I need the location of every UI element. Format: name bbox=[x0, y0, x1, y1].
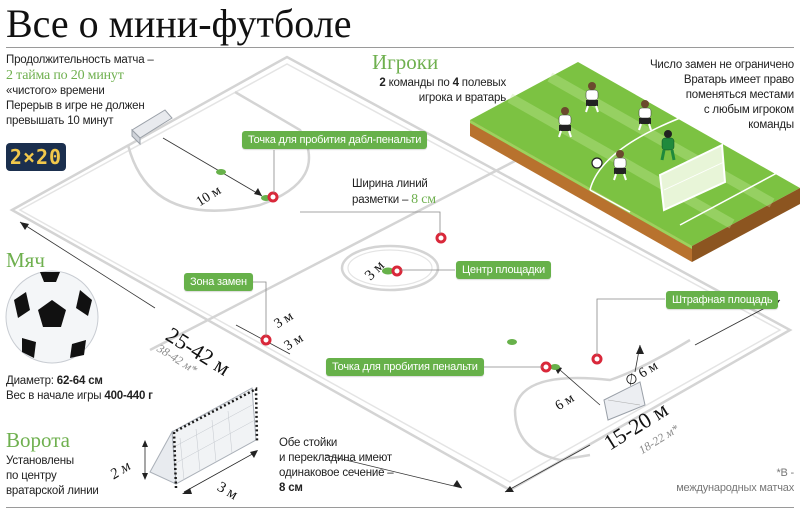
tag-double-penalty: Точка для пробития дабл-пенальти bbox=[242, 131, 428, 149]
duration-label: Продолжительность матча – bbox=[6, 54, 154, 66]
line-width-label: разметки – bbox=[352, 194, 412, 206]
line-width-marker bbox=[435, 232, 447, 244]
goal-line-2: по центру bbox=[6, 470, 57, 482]
players-heading: Игроки bbox=[372, 50, 439, 74]
ball-heading: Мяч bbox=[6, 248, 45, 272]
red-markers bbox=[260, 191, 603, 373]
footnote-line-1: *В - bbox=[776, 467, 794, 479]
field-outline bbox=[9, 55, 793, 492]
mini-goal bbox=[658, 143, 727, 212]
break-line-1: Перерыв в игре не должен bbox=[6, 100, 145, 112]
bottom-penalty-arc bbox=[513, 338, 691, 462]
center-circle bbox=[340, 244, 440, 292]
player-4 bbox=[613, 150, 627, 181]
soccer-ball-icon bbox=[5, 270, 99, 364]
goalkeeper bbox=[660, 130, 676, 161]
double-penalty-marker bbox=[267, 191, 279, 203]
title-divider bbox=[6, 47, 794, 48]
footnote: *В - международных матчах bbox=[676, 466, 794, 496]
diameter-label: Диаметр: bbox=[6, 375, 57, 387]
diameter-value: 62-64 см bbox=[56, 375, 103, 387]
tag-penalty-spot: Точка для пробития пенальти bbox=[326, 358, 484, 376]
players-description: 2 команды по 4 полевых игрока и вратарь bbox=[376, 76, 506, 106]
duration-value: 2 тайма по 20 минут bbox=[6, 68, 124, 83]
line-width-value: 8 см bbox=[411, 192, 436, 207]
player-2 bbox=[558, 107, 572, 138]
player-1 bbox=[585, 82, 599, 113]
center-marker bbox=[391, 265, 403, 277]
goal-line-1: Установлены bbox=[6, 455, 74, 467]
top-penalty-arc bbox=[126, 90, 311, 212]
posts-note: Обе стойки и перекладина имеют одинаково… bbox=[279, 436, 394, 496]
match-duration-block: Продолжительность матча – 2 тайма по 20 … bbox=[6, 53, 186, 129]
weight-label: Вес в начале игры bbox=[6, 390, 105, 402]
player-3 bbox=[638, 100, 652, 131]
page-title: Все о мини-футболе bbox=[6, 1, 352, 46]
footnote-line-2: международных матчах bbox=[676, 482, 794, 494]
scoreboard: 2×20 bbox=[6, 143, 66, 171]
bottom-goal-icon bbox=[603, 381, 646, 421]
field-boundary bbox=[9, 55, 793, 492]
goal-line-3: вратарской линии bbox=[6, 485, 99, 497]
goal-description: Установлены по центру вратарской линии bbox=[6, 454, 99, 499]
halfway-line bbox=[149, 146, 541, 352]
team-count: 2 bbox=[379, 77, 386, 89]
tag-penalty-area: Штрафная площадь bbox=[666, 291, 779, 309]
subs-line-4: с любым игроком bbox=[703, 104, 794, 116]
sub-zone-marker bbox=[260, 334, 272, 346]
posts-line-3: одинаковое сечение – bbox=[279, 467, 394, 479]
players-text-a: команды по bbox=[385, 77, 453, 89]
line-width-note: Ширина линий разметки – 8 см bbox=[352, 177, 436, 208]
penalty-area-marker bbox=[591, 353, 603, 365]
posts-value: 8 см bbox=[279, 482, 303, 494]
tag-center: Центр площадки bbox=[456, 261, 551, 279]
weight-value: 400-440 г bbox=[104, 390, 153, 402]
goal-illustration bbox=[142, 386, 259, 494]
penalty-spot-marker bbox=[540, 361, 552, 373]
players-text-b: полевых bbox=[458, 77, 506, 89]
player-figures bbox=[558, 82, 676, 181]
players-field-illustration bbox=[470, 62, 800, 262]
tag-sub-zone: Зона замен bbox=[184, 273, 253, 291]
clean-time-label: «чистого» времени bbox=[6, 85, 105, 97]
posts-line-1: Обе стойки bbox=[279, 437, 338, 449]
ball-specs: Диаметр: 62-64 см Вес в начале игры 400-… bbox=[6, 374, 153, 404]
footer-divider bbox=[6, 507, 794, 508]
subs-line-5: команды bbox=[748, 119, 794, 131]
subs-line-1: Число замен не ограничено bbox=[649, 59, 794, 71]
subs-line-3: поменяться местами bbox=[685, 89, 794, 101]
posts-line-2: и перекладина имеют bbox=[279, 452, 392, 464]
goal-heading: Ворота bbox=[6, 428, 70, 452]
field-players-count: 4 bbox=[452, 77, 459, 89]
subs-line-2: Вратарь имеет право bbox=[683, 74, 794, 86]
leader-lines bbox=[248, 150, 665, 368]
break-line-2: превышать 10 минут bbox=[6, 115, 114, 127]
players-line-2: игрока и вратарь bbox=[418, 92, 506, 104]
dimension-lines bbox=[19, 137, 781, 493]
substitutions-block: Число замен не ограничено Вратарь имеет … bbox=[624, 58, 794, 133]
line-width-line-1: Ширина линий bbox=[352, 178, 428, 190]
mini-ball bbox=[591, 157, 603, 169]
top-goal-icon bbox=[131, 109, 173, 146]
